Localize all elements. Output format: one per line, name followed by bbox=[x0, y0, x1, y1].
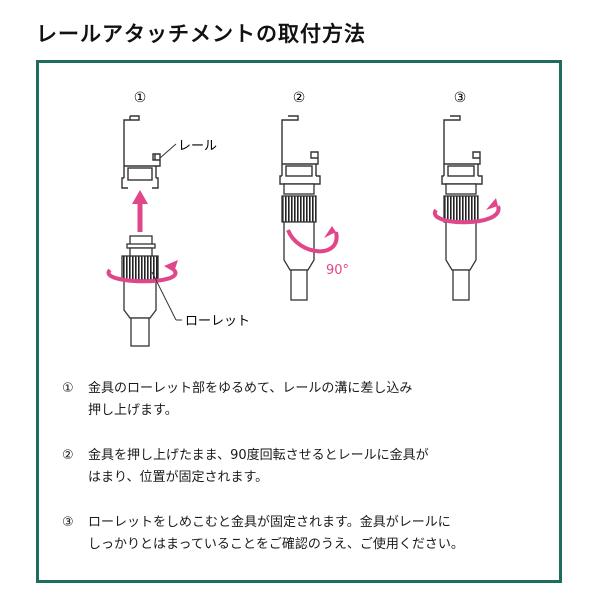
push-up-arrow bbox=[132, 190, 148, 232]
step-text-line1: 金具のローレット部をゆるめて、レールの溝に差し込み bbox=[88, 381, 413, 396]
fitting-1 bbox=[121, 235, 159, 347]
instruction-steps: ① 金具のローレット部をゆるめて、レールの溝に差し込み 押し上げます。 ② 金具を押… bbox=[62, 378, 542, 579]
rail-leader-line bbox=[159, 143, 177, 159]
step-text-line2: はまり、位置が固定されます。 bbox=[88, 470, 269, 485]
step-2-number: ② bbox=[293, 90, 306, 106]
step-number: ② bbox=[62, 448, 74, 463]
knurl-leader-line bbox=[151, 271, 177, 321]
rotate-arrow-1 bbox=[106, 268, 178, 284]
rotate-arrow-2-head bbox=[324, 226, 336, 238]
angle-label: 90° bbox=[326, 263, 349, 278]
step-text-line2: しっかりとはまっていることをご確認のうえ、ご使用ください。 bbox=[88, 537, 464, 552]
instruction-step-2: ② 金具を押し上げたまま、90度回転させるとレールに金具が はまり、位置が固定され… bbox=[62, 445, 542, 489]
rotate-arrow-2 bbox=[286, 229, 339, 254]
step-text-line1: 金具を押し上げたまま、90度回転させるとレールに金具が bbox=[88, 448, 429, 463]
rotate-arrow-3 bbox=[432, 205, 501, 225]
page-title: レールアタッチメントの取付方法 bbox=[36, 22, 366, 46]
step-text-line1: ローレットをしめこむと金具が固定されます。金具がレールに bbox=[88, 515, 451, 530]
rail-label: レール bbox=[178, 139, 217, 154]
step-text-line2: 押し上げます。 bbox=[88, 403, 178, 418]
instruction-step-3: ③ ローレットをしめこむと金具が固定されます。金具がレールに しっかりとはまってい… bbox=[62, 512, 542, 556]
rotate-arrow-3-head bbox=[486, 198, 498, 210]
installation-diagram: ① レール ローレット ② 90° ③ bbox=[106, 90, 501, 347]
step-1-number: ① bbox=[134, 90, 147, 106]
rail-2 bbox=[279, 115, 321, 185]
rail-3 bbox=[441, 115, 483, 185]
knurl-label: ローレット bbox=[185, 314, 250, 329]
step-3-number: ③ bbox=[454, 90, 467, 106]
rotate-arrow-1-head bbox=[164, 260, 178, 272]
instruction-step-1: ① 金具のローレット部をゆるめて、レールの溝に差し込み 押し上げます。 bbox=[62, 378, 542, 422]
rail-1 bbox=[121, 115, 161, 189]
instruction-frame bbox=[36, 60, 562, 583]
step-number: ① bbox=[62, 381, 74, 396]
step-number: ③ bbox=[62, 515, 74, 530]
fitting-3 bbox=[443, 183, 479, 301]
